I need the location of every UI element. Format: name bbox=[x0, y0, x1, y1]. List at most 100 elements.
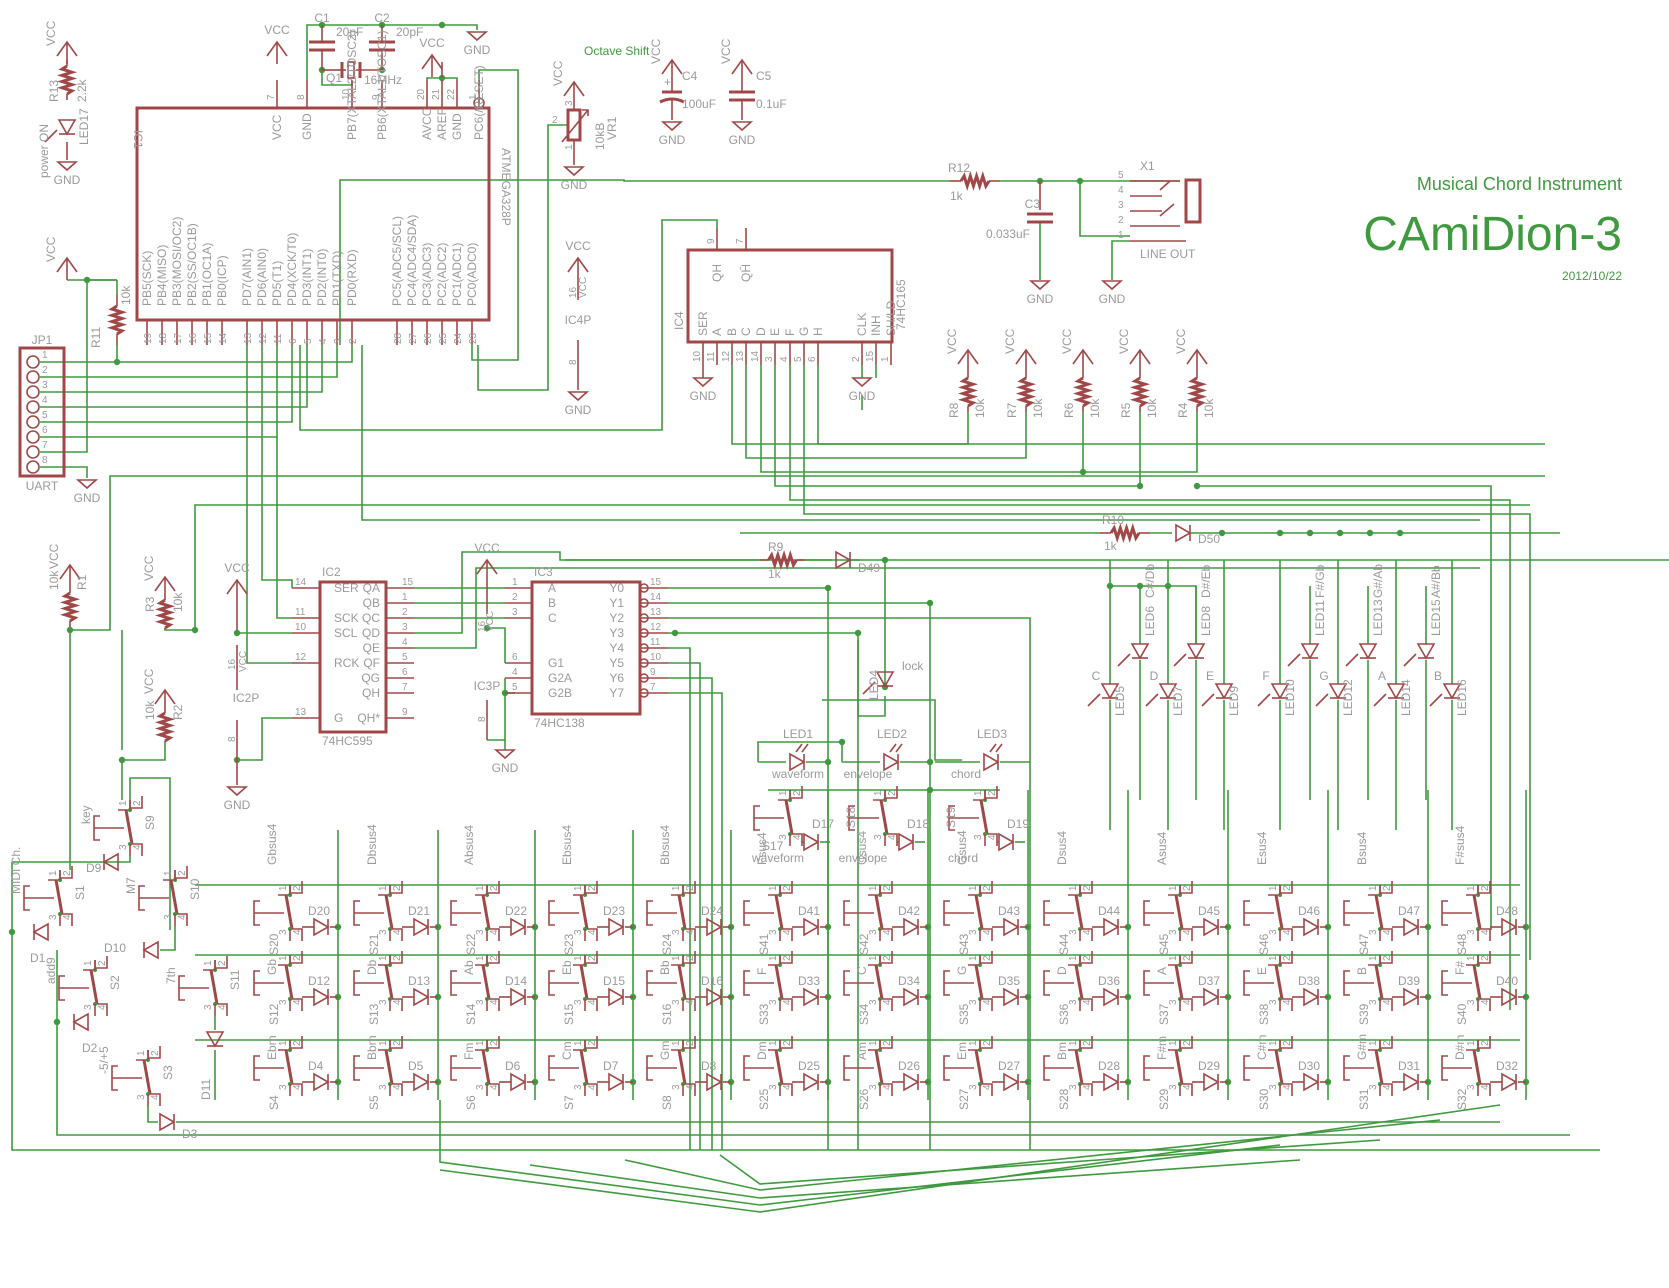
ic4-pin-name: C bbox=[739, 327, 753, 336]
diode-icon bbox=[510, 917, 527, 937]
resistor-icon bbox=[767, 549, 798, 571]
vcc-label: VCC bbox=[44, 20, 58, 46]
gnd-label: GND bbox=[1027, 292, 1054, 306]
d3-label: D3 bbox=[182, 1127, 198, 1141]
pin-number: 3 bbox=[968, 929, 979, 935]
ic2-pin-number: 4 bbox=[402, 637, 408, 648]
chord-name-label: Asus4 bbox=[1155, 831, 1169, 865]
pin-number: 3 bbox=[1168, 929, 1179, 935]
junction-dot bbox=[824, 758, 832, 766]
note-led-ref: LED16 bbox=[1455, 679, 1469, 716]
chord-name-label: Cm bbox=[560, 1041, 574, 1060]
pin-number: 4 bbox=[887, 834, 898, 840]
pin-number: 4 bbox=[392, 999, 403, 1005]
ic1-part: ATMEGA328P bbox=[499, 148, 513, 226]
chord-switch-ref: S32 bbox=[1455, 1088, 1469, 1110]
switch-actuator-icon bbox=[843, 900, 874, 926]
wire bbox=[69, 475, 1545, 631]
pin-number: 4 bbox=[987, 834, 998, 840]
inverted-output-icon bbox=[639, 643, 649, 653]
junction-dot bbox=[926, 758, 934, 766]
pin-number: 4 bbox=[1082, 999, 1093, 1005]
ic4-pin-number: 7 bbox=[735, 238, 746, 244]
pin-number: 3 bbox=[278, 1084, 289, 1090]
note-led-name: D#/Eb bbox=[1199, 564, 1213, 598]
ic1-pin-name: PC2(ADC2) bbox=[435, 243, 449, 306]
ic2-pin-name: G bbox=[334, 711, 343, 725]
diode-icon bbox=[883, 752, 900, 772]
switch-actuator-icon bbox=[943, 900, 974, 926]
pin-number: 4 bbox=[217, 1004, 228, 1010]
ic2-pin-name: SER bbox=[334, 581, 359, 595]
r3-ref: R3 bbox=[143, 596, 157, 612]
pin-number: 3 bbox=[671, 1084, 682, 1090]
chord-name-label: Ebsus4 bbox=[560, 825, 574, 865]
ic1-pin-name: PC6(/RESET) bbox=[472, 65, 486, 140]
pin-number: 4 bbox=[132, 844, 143, 850]
switch-lever-icon bbox=[284, 1049, 294, 1085]
pin-number: 3 bbox=[475, 1084, 486, 1090]
pin-number: 2 bbox=[97, 960, 108, 966]
ic2-pin-number: 1 bbox=[402, 592, 408, 603]
ground-icon bbox=[465, 31, 489, 42]
chord-switch-ref: S12 bbox=[267, 1003, 281, 1025]
switch-actuator-icon bbox=[1441, 970, 1472, 996]
c2-value: 20pF bbox=[396, 25, 423, 39]
pin-number: 2 bbox=[177, 870, 188, 876]
wire bbox=[745, 365, 1027, 459]
diode-icon bbox=[1203, 1072, 1220, 1092]
switch-lever-icon bbox=[974, 894, 984, 930]
pin-number: 4 bbox=[685, 999, 696, 1005]
waveform-label: waveform bbox=[771, 767, 824, 781]
ic3-pin-number: 12 bbox=[650, 622, 662, 633]
junction-dot bbox=[1218, 529, 1226, 537]
switch-lever-icon bbox=[1274, 1049, 1284, 1085]
ic3-pin-number: 4 bbox=[512, 667, 518, 678]
wire bbox=[40, 345, 278, 438]
ground-icon bbox=[493, 749, 517, 760]
wire bbox=[668, 617, 1031, 1150]
switch-lead bbox=[585, 1036, 598, 1096]
pin-number: 1 bbox=[768, 885, 779, 891]
wire bbox=[668, 632, 859, 1150]
ground-icon bbox=[566, 391, 590, 402]
ic2-pin-name: RCK bbox=[334, 656, 359, 670]
switch-lever-icon bbox=[1174, 964, 1184, 1000]
wire bbox=[40, 345, 323, 393]
gnd-label: GND bbox=[690, 389, 717, 403]
switch-actuator-icon bbox=[178, 975, 209, 1001]
chord-name-label: Gbsus4 bbox=[265, 823, 279, 865]
chord-diode-ref: D30 bbox=[1298, 1059, 1320, 1073]
gnd-label: GND bbox=[492, 761, 519, 775]
ic2-ref: IC2 bbox=[322, 565, 341, 579]
switch-lever-icon bbox=[579, 964, 589, 1000]
wire bbox=[817, 365, 1545, 445]
ic1-pin-number: 2 bbox=[348, 338, 359, 344]
chord-switch-ref: S42 bbox=[857, 933, 871, 955]
pin-number: 1 bbox=[475, 955, 486, 961]
pin-number: 1 bbox=[1368, 955, 1379, 961]
pin-number: 2 bbox=[982, 1040, 993, 1046]
wire bbox=[757, 741, 843, 762]
ic2-pin-name: QF bbox=[363, 656, 380, 670]
diode-icon bbox=[1300, 643, 1320, 660]
ic3-pin-number: 6 bbox=[512, 652, 518, 663]
diode-icon bbox=[706, 1072, 723, 1092]
pin-number: 4 bbox=[1282, 929, 1293, 935]
r13-value: 2.2k bbox=[75, 78, 89, 102]
led-light-icon bbox=[1287, 653, 1301, 667]
q1-label: Q1 bbox=[326, 71, 342, 85]
wire bbox=[276, 437, 292, 619]
resistor-icon bbox=[1109, 522, 1141, 544]
chord-switch-ref: S45 bbox=[1157, 933, 1171, 955]
gnd-label: GND bbox=[565, 403, 592, 417]
chord-switch-ref: S40 bbox=[1455, 1003, 1469, 1025]
junction-dot bbox=[118, 756, 126, 764]
ic1-pin-name: PB2(SS/OC1B) bbox=[185, 223, 199, 306]
wire bbox=[299, 219, 718, 431]
ic3-pin-name: Y6 bbox=[609, 671, 624, 685]
ic4-ref: IC4 bbox=[672, 311, 686, 330]
ic2-pin-name: QD bbox=[362, 626, 380, 640]
ground-icon bbox=[225, 786, 249, 797]
wire bbox=[1083, 412, 1198, 473]
